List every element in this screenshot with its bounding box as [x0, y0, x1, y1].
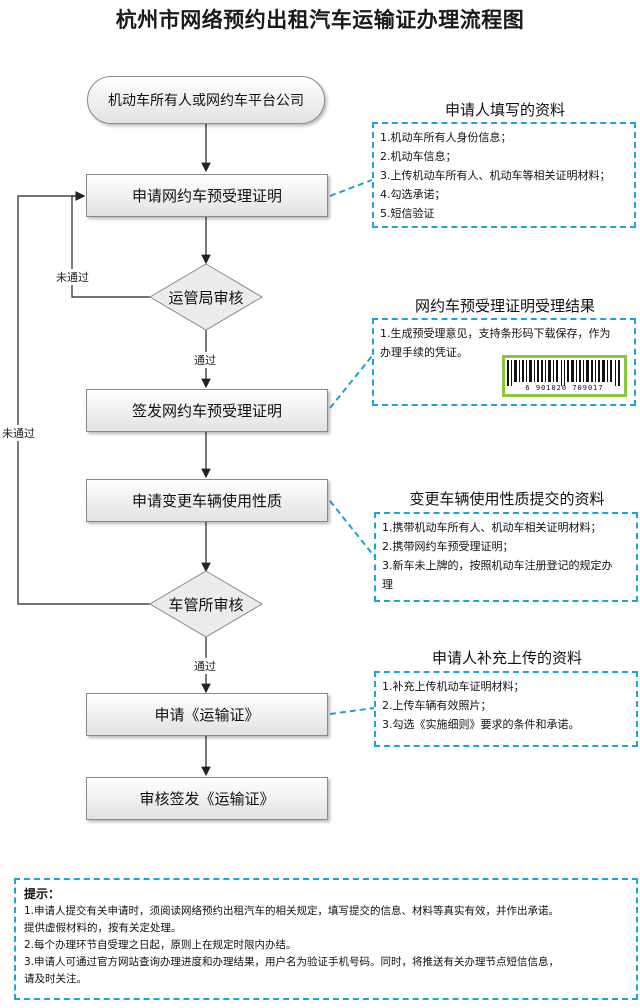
- note-item: 1.生成预受理意见，支持条形码下载保存，作为: [380, 327, 611, 340]
- note-item: 1.补充上传机动车证明材料；: [382, 680, 525, 693]
- note-item: 3.勾选《实施细则》要求的条件和承诺。: [382, 718, 580, 731]
- decision-diamond-1: [149, 263, 263, 331]
- start-label: 机动车所有人或网约车平台公司: [108, 93, 304, 109]
- note-item: 2.机动车信息；: [380, 150, 457, 163]
- note-item: 3.新车未上牌的，按照机动车注册登记的规定办: [382, 559, 613, 572]
- step-change-vehicle-use: 申请变更车辆使用性质: [86, 479, 328, 522]
- step-apply-preapproval: 申请网约车预受理证明: [86, 174, 328, 217]
- note-item: 5.短信验证: [380, 207, 435, 220]
- note-item: 2.携带网约车预受理证明；: [382, 540, 514, 553]
- note-change-use-title: 变更车辆使用性质提交的资料: [409, 490, 605, 508]
- tips-box: 提示： 1.申请人提交有关申请时，须阅读网络预约出租汽车的相关规定，填写提交的信…: [14, 878, 638, 1000]
- note-applicant-fill-title: 申请人填写的资料: [444, 101, 565, 119]
- tips-item: 提供虚假材料的，按有关定处理。: [24, 922, 182, 934]
- step-issue-preapproval: 签发网约车预受理证明: [86, 389, 328, 432]
- note-preapproval-result-title: 网约车预受理证明受理结果: [414, 297, 595, 315]
- tips-item: 1.申请人提交有关申请时，须阅读网络预约出租汽车的相关规定，填写提交的信息、材料…: [24, 905, 560, 917]
- step-issue-preapproval-label: 签发网约车预受理证明: [131, 402, 282, 420]
- page-title: 杭州市网络预约出租汽车运输证办理流程图: [115, 8, 525, 32]
- note-applicant-fill: 1.机动车所有人身份信息； 2.机动车信息； 3.上传机动车所有人、机动车等相关…: [372, 122, 636, 228]
- note-item: 3.上传机动车所有人、机动车等相关证明材料；: [380, 169, 611, 182]
- tips-title: 提示：: [24, 887, 61, 901]
- tips-item: 请及时关注。: [24, 973, 87, 985]
- note-change-use: 1.携带机动车所有人、机动车相关证明材料； 2.携带网约车预受理证明； 3.新车…: [374, 512, 638, 602]
- note-item: 办理手续的凭证。: [380, 346, 468, 359]
- note-item: 2.上传车辆有效照片；: [382, 699, 492, 712]
- step-issue-transport-cert: 审核签发《运输证》: [86, 777, 328, 820]
- barcode-digits: 6 901020 709017: [525, 384, 604, 392]
- pass-label-2: 通过: [194, 658, 216, 674]
- note-item: 4.勾选承诺；: [380, 188, 446, 201]
- step-apply-preapproval-label: 申请网约车预受理证明: [131, 187, 282, 205]
- fail-label-1: 未通过: [56, 269, 89, 285]
- barcode-image: 6 901020 709017: [502, 355, 627, 397]
- decision-diamond-2: [149, 570, 263, 638]
- step-change-vehicle-use-label: 申请变更车辆使用性质: [131, 492, 282, 510]
- pass-label-1: 通过: [194, 352, 216, 368]
- decision-vehicle-admin-label: 车管所审核: [168, 595, 244, 614]
- step-apply-transport-cert-label: 申请《运输证》: [154, 706, 260, 724]
- tips-item: 3.申请人可通过官方网站查询办理进度和办理结果，用户名为验证手机号码。同时，将推…: [24, 956, 560, 968]
- tips-item: 2.每个办理环节自受理之日起，原则上在规定时限内办结。: [24, 939, 297, 951]
- note-item: 1.携带机动车所有人、机动车相关证明材料；: [382, 521, 602, 534]
- decision-transport-label: 运管局审核: [168, 288, 244, 307]
- note-supplement-title: 申请人补充上传的资料: [431, 649, 582, 667]
- fail-label-2: 未通过: [2, 425, 35, 441]
- step-issue-transport-cert-label: 审核签发《运输证》: [139, 790, 275, 808]
- note-item: 1.机动车所有人身份信息；: [380, 131, 512, 144]
- step-apply-transport-cert: 申请《运输证》: [86, 693, 328, 736]
- note-item: 理: [382, 578, 393, 591]
- start-node: 机动车所有人或网约车平台公司: [87, 76, 325, 124]
- barcode-icon: [507, 360, 620, 386]
- note-supplement: 1.补充上传机动车证明材料； 2.上传车辆有效照片； 3.勾选《实施细则》要求的…: [374, 671, 638, 747]
